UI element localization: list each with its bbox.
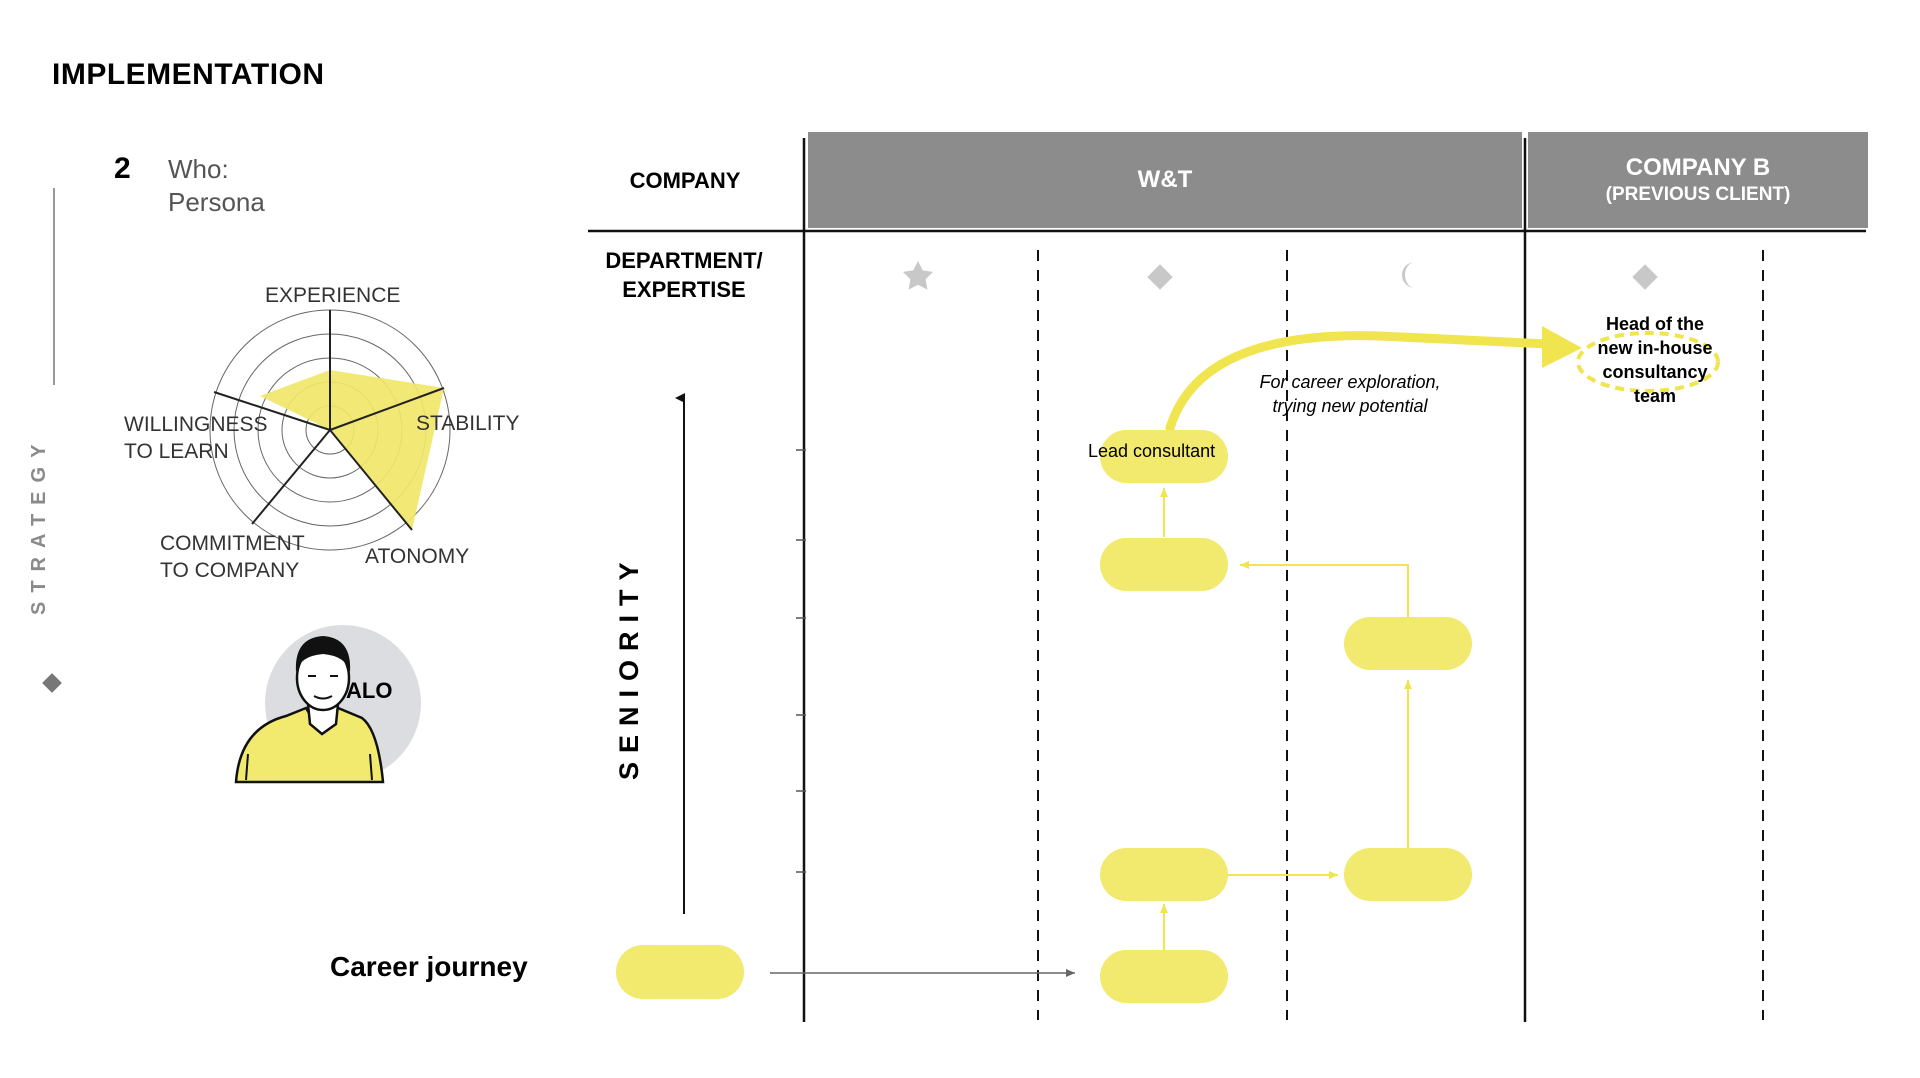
- new-role-line3: consultancy: [1602, 362, 1708, 382]
- radar-label-experience: EXPERIENCE: [265, 284, 401, 307]
- radar-axis-willingness: [213, 391, 331, 431]
- seniority-axis-label: SENIORITY: [614, 553, 644, 780]
- radar-label-willingness-1: WILLINGNESS: [124, 413, 268, 436]
- journey-step: [1100, 538, 1228, 591]
- avatar: [234, 625, 421, 784]
- radar-label-willingness-2: TO LEARN: [124, 440, 229, 463]
- company-b-header: COMPANY B (PREVIOUS CLIENT): [1528, 132, 1868, 228]
- new-role-line4: team: [1633, 386, 1677, 406]
- avatar-arm-line: [369, 753, 373, 781]
- journey-step: [1100, 950, 1228, 1003]
- new-role-line2: new in-house: [1597, 338, 1713, 358]
- persona-label: Persona: [168, 187, 265, 217]
- radar-label-commitment-1: COMMITMENT: [160, 532, 305, 555]
- diamond-icon: [1632, 264, 1658, 290]
- company-b-label: COMPANY B: [1625, 154, 1771, 181]
- company-column-header: COMPANY: [629, 168, 741, 193]
- radar-axis-stability: [329, 387, 445, 431]
- persona-name: ALO: [346, 678, 393, 703]
- star-icon: [902, 261, 934, 290]
- annotation-line2: trying new potential: [1272, 396, 1428, 416]
- radar-area: [260, 370, 444, 530]
- department-header-line1: DEPARTMENT/: [605, 248, 763, 273]
- department-header-line2: EXPERTISE: [622, 277, 746, 302]
- transfer-back-arrow: [1240, 561, 1409, 618]
- diamond-icon: [1147, 264, 1173, 290]
- journey-step: [1344, 848, 1472, 901]
- annotation-line1: For career exploration,: [1259, 372, 1441, 392]
- radar-chart: [209, 309, 451, 551]
- company-b-sublabel: (PREVIOUS CLIENT): [1605, 184, 1791, 205]
- avatar-hair: [295, 636, 351, 672]
- journey-step-lead: [1100, 430, 1228, 483]
- journey-step: [1344, 617, 1472, 670]
- new-role-highlight: [1576, 331, 1720, 393]
- who-label: Who:: [168, 154, 229, 184]
- page-title: IMPLEMENTATION: [52, 58, 325, 91]
- radar-axis-commitment: [251, 429, 331, 525]
- radar-axis-atonomy: [329, 429, 413, 531]
- radar-label-atonomy: ATONOMY: [365, 545, 470, 568]
- new-role-line1: Head of the: [1605, 314, 1704, 334]
- avatar-mouth: [313, 695, 333, 700]
- career-journey-label: Career journey: [330, 951, 528, 982]
- career-exploration-arrowhead: [1542, 326, 1582, 368]
- moon-icon: [1402, 262, 1415, 288]
- lead-consultant-label: Lead consultant: [1088, 441, 1216, 461]
- radar-label-commitment-2: TO COMPANY: [160, 559, 300, 582]
- avatar-arm-line: [245, 753, 249, 781]
- company-a-label: W&T: [1137, 166, 1193, 193]
- company-a-header: W&T: [808, 132, 1522, 228]
- sidebar-decoration: [42, 188, 62, 693]
- radar-label-stability: STABILITY: [416, 412, 520, 435]
- journey-step: [1100, 848, 1228, 901]
- journey-step-start: [616, 945, 744, 999]
- career-exploration-arrow: [1165, 331, 1553, 433]
- section-number: 2: [114, 152, 131, 185]
